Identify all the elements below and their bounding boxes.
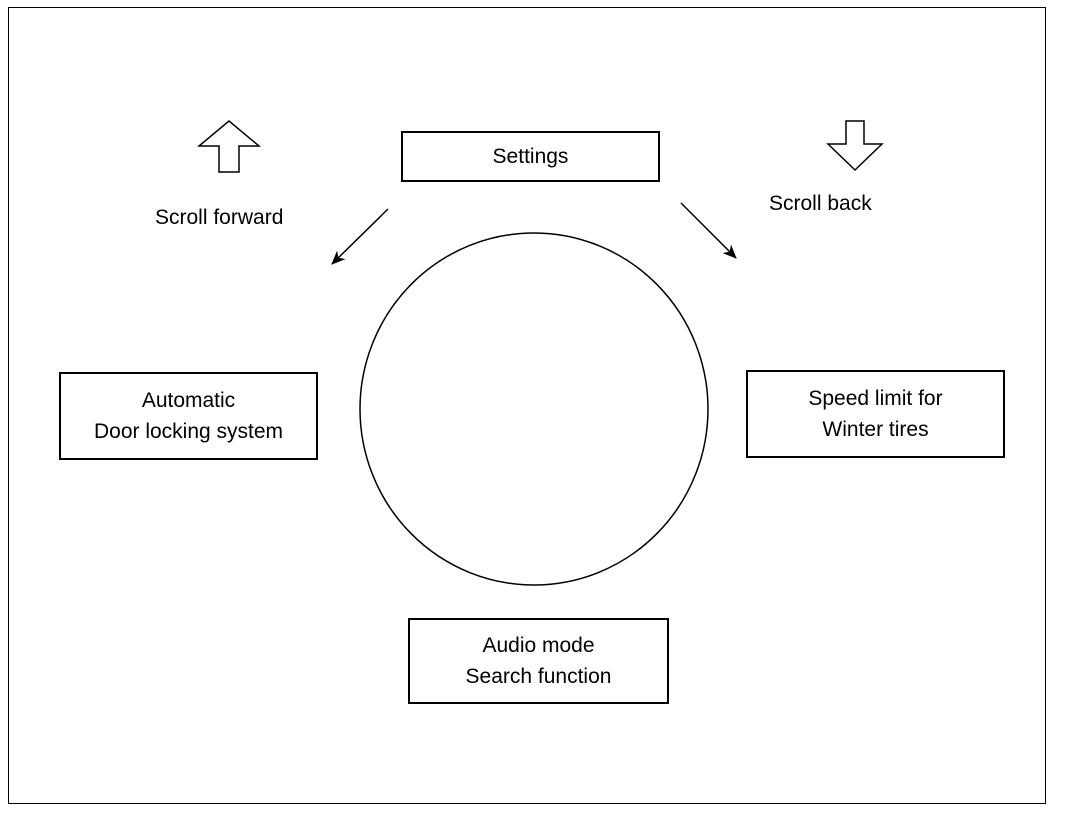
rotation-arrow-right <box>680 202 737 259</box>
door-locking-label-line1: Automatic <box>141 389 236 412</box>
scroll-back-label: Scroll back <box>769 192 872 215</box>
rotary-dial-circle <box>359 232 709 586</box>
arrow-up-icon <box>196 120 262 173</box>
diagram-frame <box>8 7 1046 804</box>
settings-label: Settings <box>492 145 569 168</box>
audio-mode-label-line2: Search function <box>465 665 612 688</box>
rotation-arrow-left <box>331 208 389 265</box>
scroll-forward-label: Scroll forward <box>155 206 284 229</box>
speed-limit-box: Speed limit for Winter tires <box>746 370 1005 458</box>
settings-box: Settings <box>401 131 660 182</box>
door-locking-box: Automatic Door locking system <box>59 372 318 460</box>
arrow-down-icon <box>826 120 884 172</box>
door-locking-label-line2: Door locking system <box>93 420 284 443</box>
speed-limit-label-line1: Speed limit for <box>808 387 943 410</box>
speed-limit-label-line2: Winter tires <box>822 418 929 441</box>
audio-mode-box: Audio mode Search function <box>408 618 669 704</box>
audio-mode-label-line1: Audio mode <box>482 634 595 657</box>
